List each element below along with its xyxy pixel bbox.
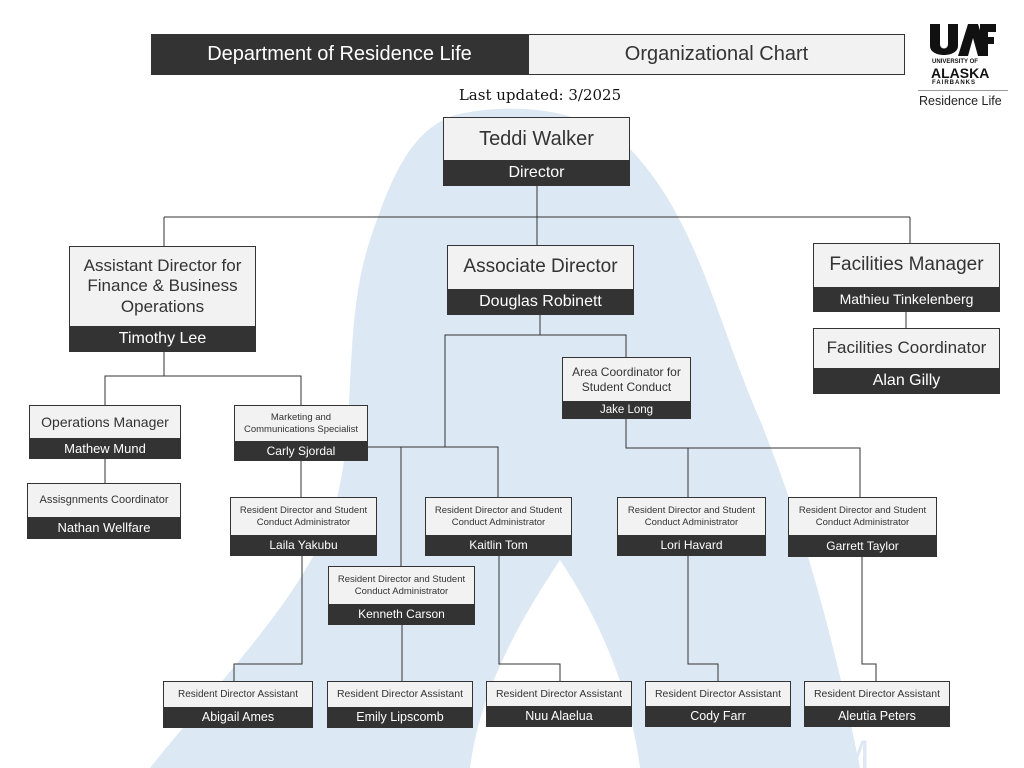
last-updated: Last updated: 3/2025 — [458, 86, 622, 104]
org-box-rd-lori: Resident Director and Student Conduct Ad… — [617, 497, 766, 556]
org-box-rda-abigail: Resident Director Assistant Abigail Ames — [163, 681, 313, 728]
org-box-area-coordinator: Area Coordinator for Student Conduct Jak… — [562, 357, 691, 419]
facilities-manager-name: Mathieu Tinkelenberg — [814, 287, 999, 311]
operations-name: Mathew Mund — [30, 438, 180, 458]
org-box-assignments: Assisgnments Coordinator Nathan Wellfare — [27, 483, 181, 539]
rd-lori-title: Resident Director and Student Conduct Ad… — [627, 505, 756, 528]
rda-nuu-name: Nuu Alaelua — [487, 706, 631, 726]
org-box-rda-nuu: Resident Director Assistant Nuu Alaelua — [486, 681, 632, 727]
rda-abigail-title: Resident Director Assistant — [177, 688, 299, 700]
rda-emily-title: Resident Director Assistant — [336, 688, 464, 701]
org-box-marketing: Marketing and Communications Specialist … — [234, 405, 368, 461]
director-name: Teddi Walker — [479, 128, 594, 150]
rd-garrett-name: Garrett Taylor — [789, 535, 936, 556]
rda-emily-name: Emily Lipscomb — [328, 707, 472, 727]
finance-title: Assistant Director for Finance & Busines… — [83, 255, 242, 316]
facilities-coordinator-title: Facilities Coordinator — [826, 338, 987, 358]
marketing-name: Carly Sjordal — [235, 441, 367, 460]
org-box-rd-kenneth: Resident Director and Student Conduct Ad… — [328, 566, 475, 625]
rda-nuu-title: Resident Director Assistant — [495, 687, 623, 700]
logo-line2: ALASKA — [931, 65, 990, 81]
org-box-facilities-manager: Facilities Manager Mathieu Tinkelenberg — [813, 243, 1000, 312]
rd-laila-name: Laila Yakubu — [231, 535, 376, 555]
rda-abigail-name: Abigail Ames — [164, 707, 312, 727]
org-box-rd-kaitlin: Resident Director and Student Conduct Ad… — [425, 497, 572, 556]
department-banner: Department of Residence Life — [151, 34, 528, 75]
rda-aleutia-name: Aleutia Peters — [805, 706, 949, 726]
logo-line3: FAIRBANKS — [932, 80, 977, 86]
area-coordinator-name: Jake Long — [563, 401, 690, 418]
finance-name: Timothy Lee — [70, 326, 255, 351]
associate-title: Associate Director — [463, 256, 618, 278]
operations-title: Operations Manager — [41, 413, 169, 430]
org-box-rd-laila: Resident Director and Student Conduct Ad… — [230, 497, 377, 556]
logo-line1: UNIVERSITY OF — [932, 59, 978, 65]
area-coordinator-title: Area Coordinator for Student Conduct — [572, 365, 681, 394]
org-box-associate: Associate Director Douglas Robinett — [447, 245, 634, 315]
rd-garrett-title: Resident Director and Student Conduct Ad… — [798, 505, 927, 528]
rd-kaitlin-name: Kaitlin Tom — [426, 535, 571, 555]
facilities-coordinator-name: Alan Gilly — [814, 368, 999, 393]
org-box-rd-garrett: Resident Director and Student Conduct Ad… — [788, 497, 937, 557]
associate-name: Douglas Robinett — [448, 289, 633, 314]
org-box-rda-emily: Resident Director Assistant Emily Lipsco… — [327, 681, 473, 728]
department-title: Department of Residence Life — [207, 43, 472, 65]
rd-kenneth-title: Resident Director and Student Conduct Ad… — [337, 574, 466, 597]
uaf-logo: UNIVERSITY OF ALASKA FAIRBANKS Residence… — [916, 22, 1008, 112]
rda-cody-title: Resident Director Assistant — [654, 687, 782, 700]
org-box-director: Teddi Walker Director — [443, 117, 630, 186]
assignments-name: Nathan Wellfare — [28, 517, 180, 538]
chart-title: Organizational Chart — [624, 43, 809, 65]
logo-divider — [918, 90, 1008, 91]
org-box-operations: Operations Manager Mathew Mund — [29, 405, 181, 459]
watermark-bear-shape — [150, 108, 860, 768]
chart-title-banner: Organizational Chart — [528, 34, 905, 75]
org-box-finance: Assistant Director for Finance & Busines… — [69, 246, 256, 352]
rd-kenneth-name: Kenneth Carson — [329, 604, 474, 624]
logo-subtitle: Residence Life — [919, 94, 1002, 108]
rda-cody-name: Cody Farr — [646, 706, 790, 726]
watermark-tm: TM — [812, 733, 870, 768]
assignments-title: Assisgnments Coordinator — [39, 493, 169, 506]
marketing-title: Marketing and Communications Specialist — [243, 412, 359, 435]
rd-kaitlin-title: Resident Director and Student Conduct Ad… — [434, 505, 563, 528]
org-box-rda-aleutia: Resident Director Assistant Aleutia Pete… — [804, 681, 950, 727]
rd-lori-name: Lori Havard — [618, 535, 765, 555]
rd-laila-title: Resident Director and Student Conduct Ad… — [239, 505, 368, 528]
director-title: Director — [444, 160, 629, 185]
org-box-facilities-coordinator: Facilities Coordinator Alan Gilly — [813, 328, 1000, 394]
facilities-manager-title: Facilities Manager — [829, 254, 984, 276]
bear-logo-icon — [930, 24, 996, 56]
rda-aleutia-title: Resident Director Assistant — [813, 687, 941, 700]
org-box-rda-cody: Resident Director Assistant Cody Farr — [645, 681, 791, 727]
